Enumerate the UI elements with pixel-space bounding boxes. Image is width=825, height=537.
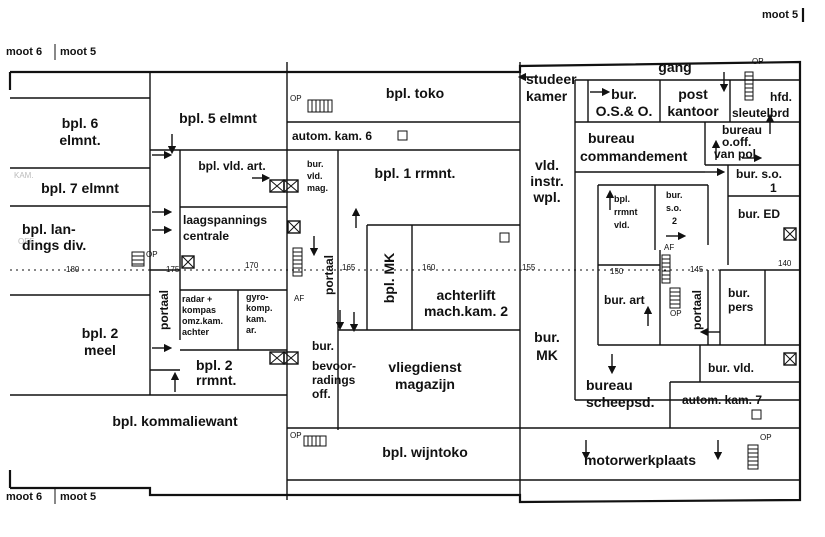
frame-number: 175	[166, 265, 180, 274]
frame-number: 180	[66, 265, 80, 274]
room-bur-vld-mag: bur.vld.mag.	[307, 159, 328, 193]
ventilation-icon	[287, 220, 301, 234]
walls	[10, 62, 800, 500]
ventilation-icon	[181, 255, 195, 269]
room-bpl1-rrmnt: bpl. 1 rrmnt.	[375, 165, 456, 181]
room-gang: gang	[658, 59, 691, 75]
room-bpl-mk: bpl. MK	[381, 253, 397, 304]
room-portaal-right: portaal	[690, 290, 704, 330]
hatch-icon	[751, 409, 762, 420]
room-bur-mk: bur.MK	[534, 329, 560, 363]
room-bur-art: bur. art	[604, 293, 645, 307]
room-bur-ed: bur. ED	[738, 207, 780, 221]
room-hfd-sleutel: hfd.sleutelbrd	[732, 90, 792, 120]
frame-number: 160	[422, 263, 436, 272]
op-marker: OP	[760, 433, 772, 442]
moot-label: moot 5	[762, 9, 798, 21]
room-kommaliewant: bpl. kommaliewant	[112, 413, 238, 429]
hull-outline	[8, 60, 802, 504]
moot-label: moot 5	[60, 491, 96, 503]
stairs-icon	[669, 287, 681, 309]
stairs-icon	[303, 435, 327, 447]
hatch-icon	[499, 232, 510, 243]
stairs: OP OP AF OP OP AF OP OP	[131, 57, 772, 470]
hatch-symbols	[397, 130, 762, 420]
room-gyro: gyro-komp.kam.ar.	[246, 292, 273, 335]
room-wijntoko: bpl. wijntoko	[382, 444, 468, 460]
af-marker: AF	[294, 294, 304, 303]
stairs-icon	[131, 251, 145, 267]
room-bur-vld: bur. vld.	[708, 361, 754, 375]
ventilation-icon	[269, 179, 285, 193]
frame-number: 150	[610, 267, 624, 276]
arrows	[152, 72, 775, 461]
frame-number: 145	[690, 265, 704, 274]
ghost-text: KAM.	[14, 171, 34, 180]
stairs-icon	[292, 247, 303, 277]
stairs-icon	[661, 254, 671, 284]
ventilation-icon	[283, 351, 299, 365]
frame-numbers: 180 175 170 165 160 155 150 145 140	[66, 259, 792, 276]
stairs-icon	[744, 71, 754, 101]
frame-number: 165	[342, 263, 356, 272]
ventilation-icon	[269, 351, 285, 365]
ventilation-icon	[283, 179, 299, 193]
op-marker: OP	[752, 57, 764, 66]
room-bur-so1: bur. s.o.1	[736, 167, 782, 195]
room-autom7: autom. kam. 7	[682, 393, 762, 407]
room-vld-instr: vld.instr.wpl.	[530, 157, 563, 205]
hatch-icon	[397, 130, 408, 141]
ventilation-icon	[783, 227, 797, 241]
room-bpl-landings: bpl. lan-dings div.	[22, 221, 86, 253]
room-bur-os: bur.O.S.& O.	[596, 86, 653, 119]
stairs-icon	[307, 99, 333, 113]
af-marker: AF	[664, 243, 674, 252]
moot-label: moot 6	[6, 491, 42, 503]
frame-number: 170	[245, 261, 259, 270]
room-bpl5: bpl. 5 elmnt	[179, 110, 257, 126]
room-bur-pers: bur.pers	[728, 286, 754, 314]
room-toko: bpl. toko	[386, 85, 444, 101]
ventilation-icon	[783, 352, 797, 366]
op-marker: OP	[290, 431, 302, 440]
moot-label: moot 5	[60, 46, 96, 58]
room-portaal-mid: portaal	[322, 255, 336, 295]
stairs-icon	[747, 444, 759, 470]
ghost-text: OFF.	[18, 237, 35, 246]
op-marker: OP	[146, 250, 158, 259]
frame-number: 155	[522, 263, 536, 272]
room-bpl-vld-art: bpl. vld. art.	[198, 159, 265, 173]
room-motorwerkplaats: motorwerkplaats	[584, 452, 696, 468]
op-marker: OP	[290, 94, 302, 103]
room-bur-so2: bur.s.o.2	[666, 190, 683, 226]
ventilation-boxes	[181, 179, 797, 366]
room-portaal-left: portaal	[157, 290, 171, 330]
room-autom6: autom. kam. 6	[292, 129, 372, 143]
frame-number: 140	[778, 259, 792, 268]
op-marker: OP	[670, 309, 682, 318]
moot-label: moot 6	[6, 46, 42, 58]
moot-labels: moot 5 moot 6 moot 5 moot 6 moot 5	[6, 8, 805, 504]
room-bpl7: bpl. 7 elmnt	[41, 180, 119, 196]
